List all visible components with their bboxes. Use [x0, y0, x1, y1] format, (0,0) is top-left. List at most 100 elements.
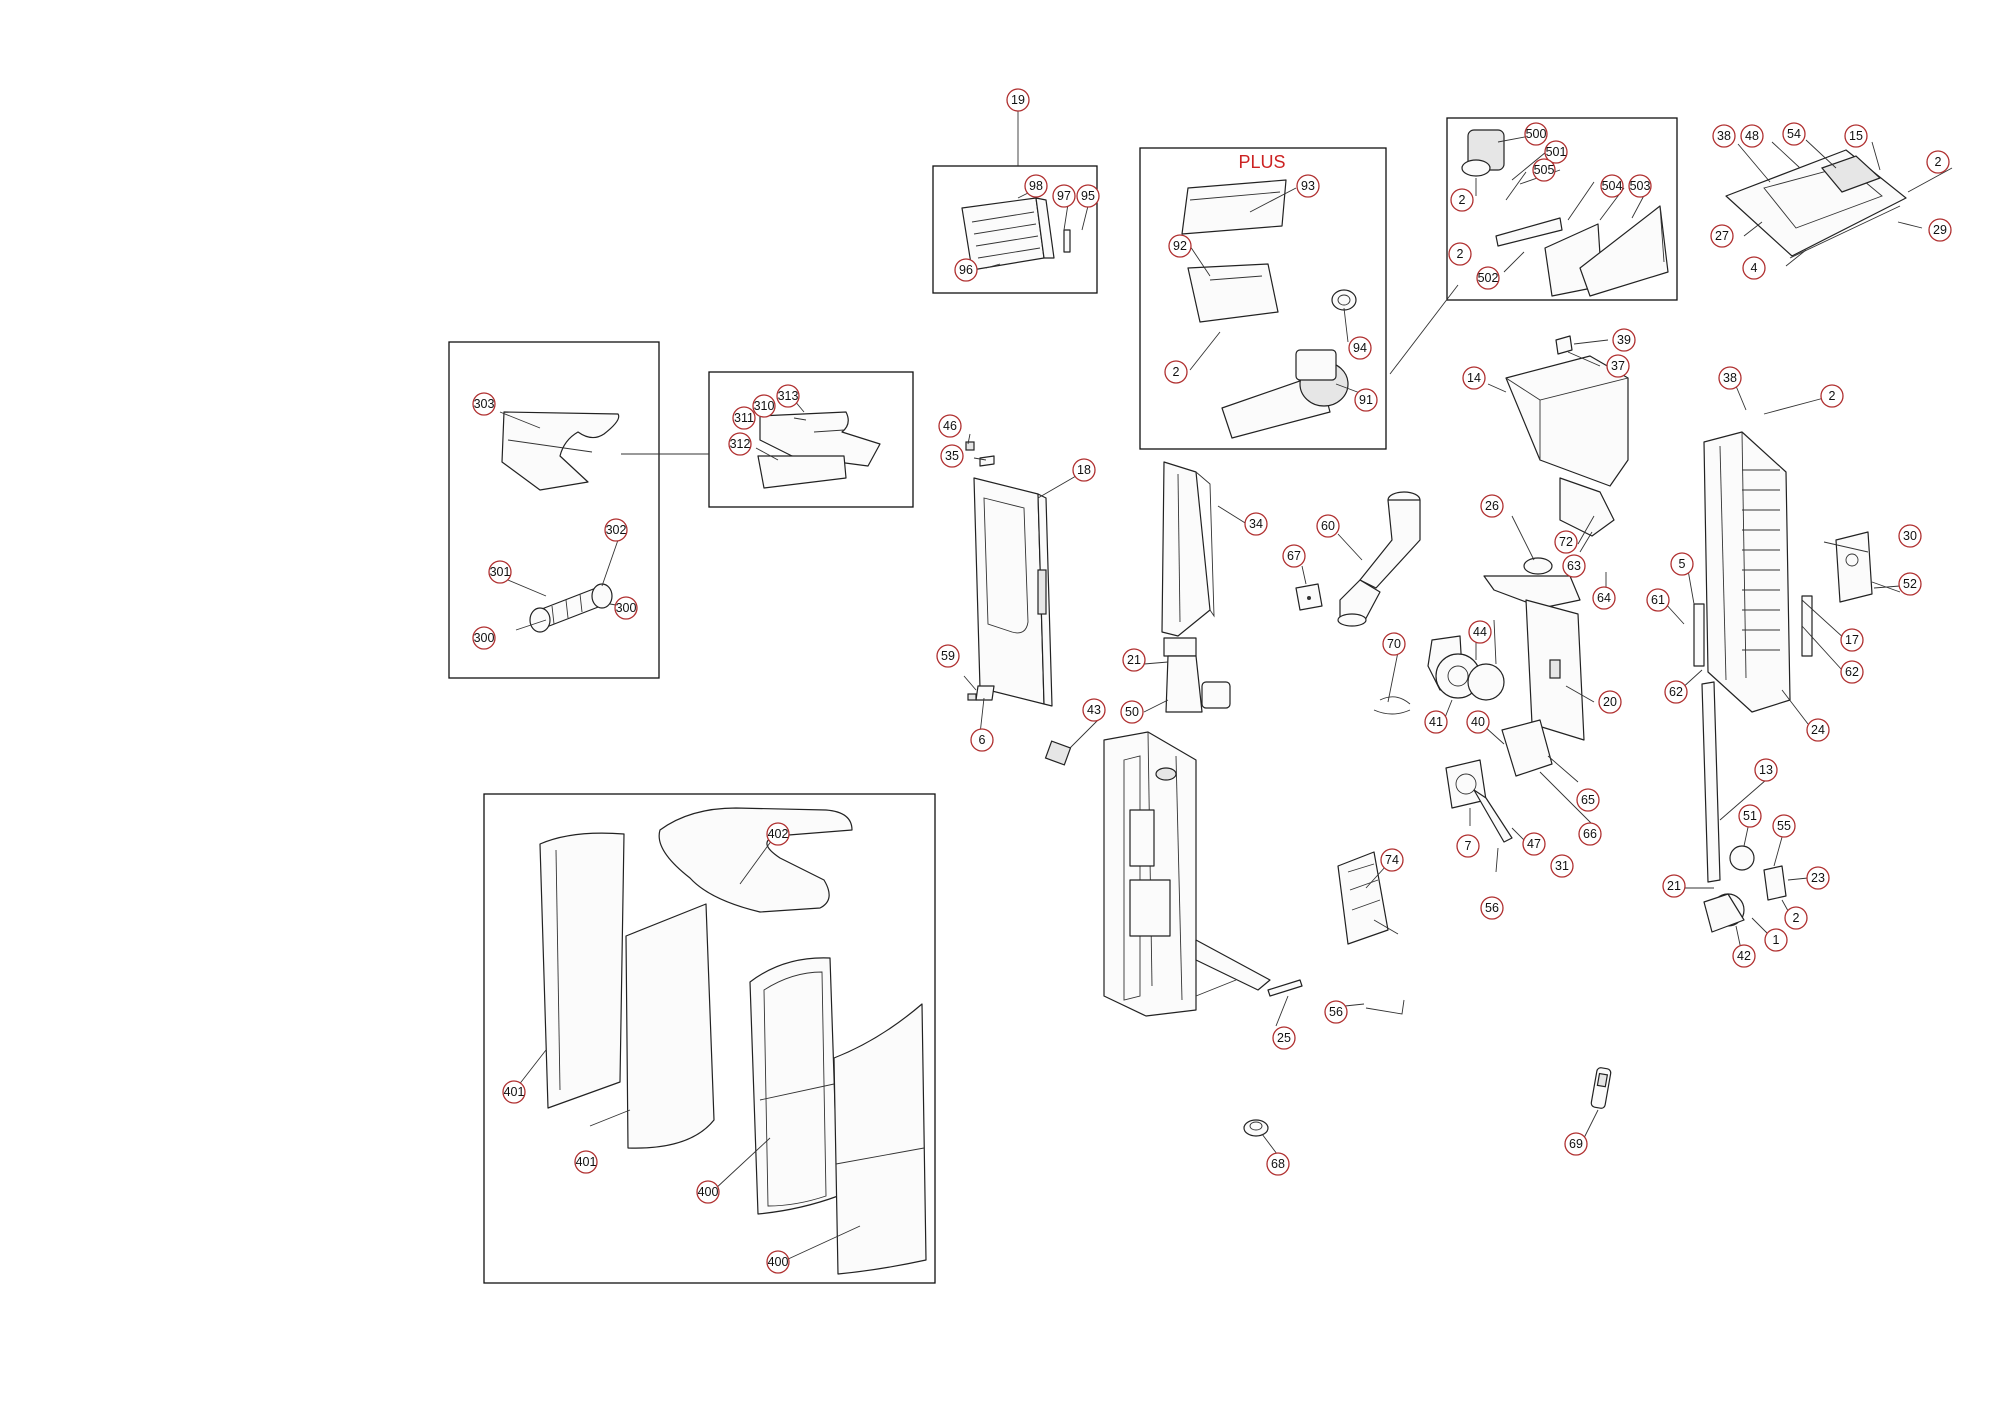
- svg-text:400: 400: [768, 1255, 789, 1269]
- svg-text:2: 2: [1793, 911, 1800, 925]
- callout-96: 96: [954, 258, 978, 282]
- part-74-board: [1337, 851, 1399, 945]
- svg-text:501: 501: [1546, 145, 1567, 159]
- callout-2c: 2: [1448, 242, 1472, 266]
- svg-text:400: 400: [698, 1185, 719, 1199]
- svg-text:300: 300: [474, 631, 495, 645]
- svg-text:21: 21: [1127, 653, 1141, 667]
- callout-62b: 62: [1840, 660, 1864, 684]
- svg-text:43: 43: [1087, 703, 1101, 717]
- part-24-panel: [1703, 431, 1791, 713]
- part-402-top: [658, 807, 853, 913]
- svg-text:38: 38: [1723, 371, 1737, 385]
- part-42-motor: [1703, 845, 1787, 933]
- svg-text:92: 92: [1173, 239, 1187, 253]
- svg-text:312: 312: [730, 437, 751, 451]
- svg-text:6: 6: [979, 733, 986, 747]
- callout-34: 34: [1244, 512, 1268, 536]
- svg-text:503: 503: [1630, 179, 1651, 193]
- callout-46: 46: [938, 414, 962, 438]
- callout-35: 35: [940, 444, 964, 468]
- svg-text:15: 15: [1849, 129, 1863, 143]
- callout-18: 18: [1072, 458, 1096, 482]
- callout-60: 60: [1316, 514, 1340, 538]
- part-93-plate: [1181, 179, 1287, 235]
- callout-21a: 21: [1122, 648, 1146, 672]
- svg-text:17: 17: [1845, 633, 1859, 647]
- callout-43: 43: [1082, 698, 1106, 722]
- callout-312: 312: [728, 432, 752, 456]
- svg-text:91: 91: [1359, 393, 1373, 407]
- part-70-clip: [1373, 696, 1411, 715]
- callout-56b: 56: [1324, 1000, 1348, 1024]
- svg-text:42: 42: [1737, 949, 1751, 963]
- callout-62a: 62: [1664, 680, 1688, 704]
- part-400-frame: [749, 957, 839, 1215]
- svg-text:500: 500: [1526, 127, 1547, 141]
- callout-27: 27: [1710, 224, 1734, 248]
- svg-text:2: 2: [1935, 155, 1942, 169]
- svg-text:26: 26: [1485, 499, 1499, 513]
- callout-401b: 401: [574, 1150, 598, 1174]
- svg-text:37: 37: [1611, 359, 1625, 373]
- part-18-door: [973, 477, 1053, 707]
- svg-text:68: 68: [1271, 1157, 1285, 1171]
- callout-14: 14: [1462, 366, 1486, 390]
- part-41-fan: [1427, 635, 1505, 701]
- plus-label: PLUS: [1238, 152, 1285, 172]
- callout-13: 13: [1754, 758, 1778, 782]
- svg-text:401: 401: [504, 1085, 525, 1099]
- callout-501: 501: [1544, 140, 1568, 164]
- callout-505: 505: [1532, 158, 1556, 182]
- part-20-plate: [1483, 557, 1585, 741]
- svg-text:21: 21: [1667, 879, 1681, 893]
- svg-text:63: 63: [1567, 559, 1581, 573]
- callout-68: 68: [1266, 1152, 1290, 1176]
- svg-text:300: 300: [616, 601, 637, 615]
- part-34-panel: [1161, 461, 1215, 637]
- part-313-plate: [757, 411, 881, 489]
- part-69-remote: [1590, 1067, 1612, 1109]
- callout-41: 41: [1424, 710, 1448, 734]
- part-main-body: [1103, 731, 1271, 1017]
- svg-text:44: 44: [1473, 625, 1487, 639]
- callout-5: 5: [1670, 552, 1694, 576]
- callout-38b: 38: [1718, 366, 1742, 390]
- svg-text:46: 46: [943, 419, 957, 433]
- part-401-panel-back: [539, 832, 625, 1109]
- svg-text:402: 402: [768, 827, 789, 841]
- leader-lines: [499, 135, 1953, 1261]
- callout-17: 17: [1840, 628, 1864, 652]
- svg-text:39: 39: [1617, 333, 1631, 347]
- svg-text:2: 2: [1459, 193, 1466, 207]
- svg-text:2: 2: [1457, 247, 1464, 261]
- svg-text:310: 310: [754, 399, 775, 413]
- part-65-motor: [1445, 719, 1553, 843]
- callout-98: 98: [1024, 174, 1048, 198]
- callout-56a: 56: [1480, 896, 1504, 920]
- callout-400b: 400: [766, 1250, 790, 1274]
- callout-2f: 2: [1784, 906, 1808, 930]
- detail-box-500: [1446, 117, 1678, 301]
- callout-31: 31: [1550, 854, 1574, 878]
- callout-503: 503: [1628, 174, 1652, 198]
- callout-30: 30: [1898, 524, 1922, 548]
- svg-text:66: 66: [1583, 827, 1597, 841]
- part-300-hose: [529, 583, 613, 633]
- part-68-ring: [1243, 1119, 1269, 1137]
- callout-72: 72: [1554, 530, 1578, 554]
- svg-text:62: 62: [1845, 665, 1859, 679]
- callout-2a: 2: [1164, 360, 1188, 384]
- part-96-grille: [961, 197, 1071, 271]
- detail-box-300: [448, 341, 660, 679]
- callout-92: 92: [1168, 234, 1192, 258]
- detail-box-400: [483, 793, 936, 1284]
- part-14-hopper: [1505, 335, 1629, 537]
- callout-94: 94: [1348, 336, 1372, 360]
- callout-502: 502: [1476, 266, 1500, 290]
- svg-text:401: 401: [576, 1155, 597, 1169]
- svg-text:69: 69: [1569, 1137, 1583, 1151]
- callout-52: 52: [1898, 572, 1922, 596]
- svg-text:2: 2: [1829, 389, 1836, 403]
